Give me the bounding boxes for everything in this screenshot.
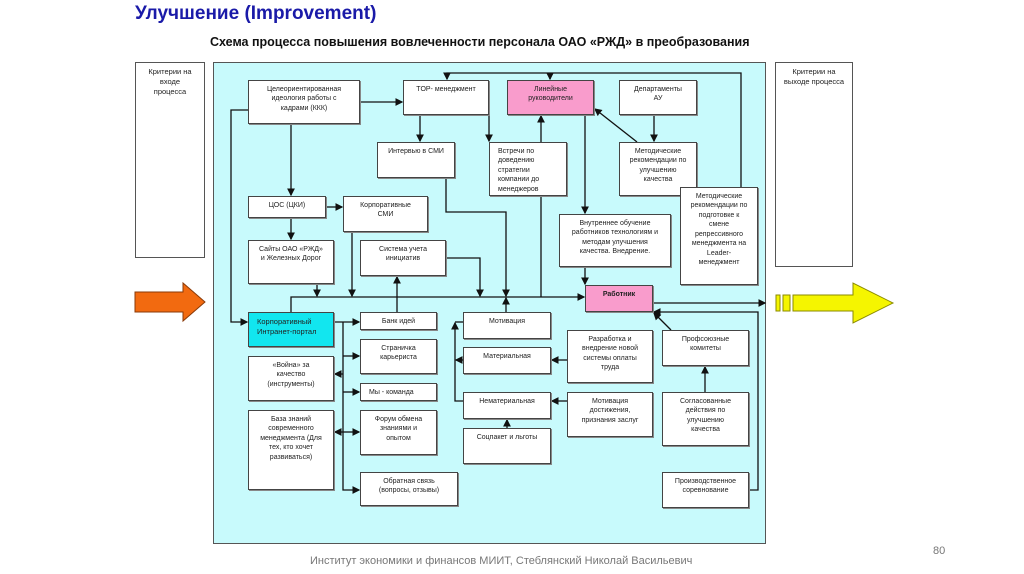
- departments-box: Департаменты АУ: [619, 80, 697, 115]
- quality-war-box: «Война» за качество (инструменты): [248, 356, 334, 401]
- diagram-subtitle: Схема процесса повышения вовлеченности п…: [210, 35, 750, 49]
- training-box: Внутреннее обучение работников технологи…: [559, 214, 671, 267]
- sites-box: Сайты ОАО «РЖД» и Железных Дорог: [248, 240, 334, 284]
- slide-title: Улучшение (Improvement): [135, 3, 377, 24]
- nonmaterial-box: Нематериальная: [463, 392, 551, 419]
- cos-box: ЦОС (ЦКИ): [248, 196, 326, 218]
- interview-box: Интервью в СМИ: [377, 142, 455, 178]
- social-package-box: Соцпакет и льготы: [463, 428, 551, 464]
- career-box: Страничка карьериста: [360, 339, 437, 374]
- corp-media-box: Корпоративные СМИ: [343, 196, 428, 232]
- coordinated-actions-box: Согласованные действия по улучшению каче…: [662, 392, 749, 446]
- idea-bank-box: Банк идей: [360, 312, 437, 330]
- forum-box: Форум обмена знаниями и опытом: [360, 410, 437, 455]
- unions-box: Профсоюзные комитеты: [662, 330, 749, 366]
- input-arrow: [134, 281, 206, 323]
- knowledge-base-box: База знаний современного менеджмента (Дл…: [248, 410, 334, 490]
- meetings-box: Встречи по доведению стратегии компании …: [489, 142, 567, 196]
- intranet-portal-box: Корпоративный Интранет-портал: [248, 312, 334, 347]
- material-box: Материальная: [463, 347, 551, 374]
- method-leader-box: Методические рекомендации по подготовке …: [680, 187, 758, 285]
- footer-text: Институт экономики и финансов МИИТ, Стеб…: [310, 555, 693, 567]
- feedback-box: Обратная связь (вопросы, отзывы): [360, 472, 458, 506]
- page-number: 80: [933, 545, 946, 557]
- ideology-box: Целеориентированная идеология работы с к…: [248, 80, 360, 124]
- team-box: Мы - команда: [360, 383, 437, 401]
- achievement-box: Мотивация достижения, признания заслуг: [567, 392, 653, 437]
- method-quality-box: Методические рекомендации по улучшению к…: [619, 142, 697, 196]
- initiatives-box: Система учета инициатив: [360, 240, 446, 276]
- worker-box: Работник: [585, 285, 653, 312]
- competition-box: Производственное соревнование: [662, 472, 749, 508]
- motivation-box: Мотивация: [463, 312, 551, 339]
- output-criteria-box: Критерии на выходе процесса: [775, 62, 853, 267]
- input-criteria-box: Критерии на входе процесса: [135, 62, 205, 258]
- top-management-box: TOP- менеджмент: [403, 80, 489, 115]
- line-managers-box: Линейные руководители: [507, 80, 594, 115]
- output-arrow: [775, 282, 895, 324]
- pay-system-box: Разработка и внедрение новой системы опл…: [567, 330, 653, 383]
